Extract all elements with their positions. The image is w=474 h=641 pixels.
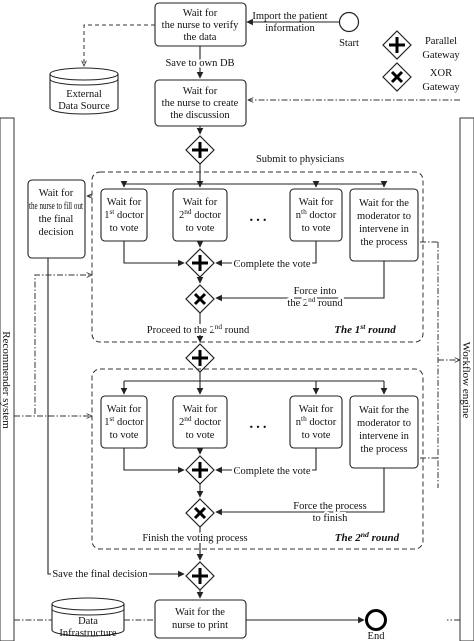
task-round1-moderator-line1: Wait for the <box>359 198 409 209</box>
task-fill-final-decision <box>27 179 86 259</box>
plus-icon <box>192 568 208 584</box>
task-print-line2: nurse to print <box>172 620 228 631</box>
x-icon <box>193 506 207 520</box>
task-fill-line3: the final <box>39 214 74 225</box>
submit-label: Submit to physicians <box>256 154 344 165</box>
flow-doc1-to-join2 <box>123 448 185 474</box>
task-round2-moderator-line2: moderator to <box>357 418 411 429</box>
plus-icon <box>192 142 208 158</box>
task-print-line1: Wait for the <box>175 607 225 618</box>
task-create-line2: the nurse to create <box>162 98 239 109</box>
task-round2-doctor2-line3: to vote <box>186 430 215 441</box>
task-round1-doctorn-line3: to vote <box>302 223 331 234</box>
recommender-system-label: Recommender system <box>0 331 12 429</box>
complete1-label: Complete the vote <box>234 259 311 270</box>
data-infrastructure: Data Infrastructure <box>51 597 125 639</box>
force1-label-line2: the 2nd round <box>287 295 343 310</box>
task-verify-line1: Wait for <box>183 8 218 19</box>
task-fill-line4: decision <box>39 227 75 238</box>
flow-moderator1-to-xor1 <box>215 261 385 302</box>
data-infrastructure-line2: Infrastructure <box>59 628 116 639</box>
task-round2-doctorn-line1: Wait for <box>299 404 334 415</box>
save-final-label: Save the final decision <box>52 569 148 580</box>
import-label-line2: information <box>265 23 315 34</box>
plus-icon <box>389 37 405 53</box>
task-round1-moderator-line2: moderator to <box>357 211 411 222</box>
force2-label-line2: to finish <box>313 513 348 524</box>
association-verify-external <box>84 24 155 66</box>
proceed-label: Proceed to the 2nd round <box>147 322 250 337</box>
legend-xor-line2: Gateway <box>422 82 460 93</box>
finish-label: Finish the voting process <box>142 533 247 544</box>
force1-label-line1: Force into <box>294 286 337 297</box>
data-infrastructure-line1: Data <box>78 616 98 627</box>
task-print <box>154 599 247 639</box>
import-label-line1: Import the patient <box>252 11 327 22</box>
task-round2-doctorn-line2: nth doctor <box>296 414 337 429</box>
save-db-label: Save to own DB <box>165 58 234 69</box>
recommender-to-round1 <box>14 275 92 417</box>
flow-docn-to-join2 <box>215 448 317 474</box>
flow-moderator2-to-xor2 <box>215 468 385 516</box>
round1-title: The 1st round <box>334 322 396 337</box>
start-event <box>338 11 360 33</box>
task-fill-line2: the nurse to fill out <box>29 201 83 212</box>
start-label: Start <box>339 38 359 49</box>
legend-parallel-line2: Gateway <box>422 50 460 61</box>
workflow-engine-label: Workflow engine <box>460 342 472 419</box>
task-fill-line1: Wait for <box>39 188 74 199</box>
task-round1-doctor2-line1: Wait for <box>183 197 218 208</box>
workflow-engine-panel <box>459 117 474 641</box>
complete2-label: Complete the vote <box>234 466 311 477</box>
task-round2-moderator-line1: Wait for the <box>359 405 409 416</box>
flow-docn-join1-route <box>215 252 317 267</box>
plus-icon <box>192 350 208 366</box>
task-verify-line3: the data <box>184 32 217 43</box>
task-round1-doctor1-line2: 1st doctor <box>104 207 144 222</box>
external-source-line1: External <box>66 89 102 100</box>
round2-ellipsis: … <box>248 411 268 433</box>
external-data-source: External Data Source <box>49 67 119 115</box>
plus-icon <box>192 255 208 271</box>
external-source-line2: Data Source <box>58 101 110 112</box>
task-create-line3: the discussion <box>170 110 230 121</box>
task-create-line1: Wait for <box>183 86 218 97</box>
end-label: End <box>368 631 386 641</box>
flow-fill-to-final-join <box>47 258 185 578</box>
task-round1-moderator-line4: the process <box>361 237 408 248</box>
round2-title: The 2nd round <box>335 530 400 545</box>
task-round2-doctor1-line2: 1st doctor <box>104 414 144 429</box>
task-round1-doctorn-line2: nth doctor <box>296 207 337 222</box>
round2-frame <box>91 368 424 550</box>
flow-doc1-to-join1 <box>123 241 185 267</box>
task-round2-doctor1-line3: to vote <box>110 430 139 441</box>
task-round1-doctor2-line3: to vote <box>186 223 215 234</box>
task-round2-doctor1-line1: Wait for <box>107 404 142 415</box>
legend-parallel-line1: Parallel <box>425 36 457 47</box>
legend-xor-line1: XOR <box>430 68 452 79</box>
round1-frame <box>91 171 424 343</box>
task-round2-moderator-line4: the process <box>361 444 408 455</box>
task-round1-doctor1-line1: Wait for <box>107 197 142 208</box>
task-round2-doctor2-line1: Wait for <box>183 404 218 415</box>
legend: Parallel Gateway XOR Gateway <box>382 30 460 93</box>
x-icon <box>390 70 404 84</box>
x-icon <box>193 292 207 306</box>
task-round2-moderator-line3: intervene in <box>359 431 410 442</box>
task-round1-doctor1-line3: to vote <box>110 223 139 234</box>
round1-ellipsis: … <box>248 204 268 226</box>
task-round1-doctorn-line1: Wait for <box>299 197 334 208</box>
task-round1-moderator-line3: intervene in <box>359 224 410 235</box>
end-event <box>365 609 387 631</box>
plus-icon <box>192 462 208 478</box>
recommender-system-panel <box>0 117 15 641</box>
task-verify-line2: the nurse to verify <box>162 20 239 31</box>
force2-label-line1: Force the process <box>293 501 366 512</box>
task-round2-doctorn-line3: to vote <box>302 430 331 441</box>
